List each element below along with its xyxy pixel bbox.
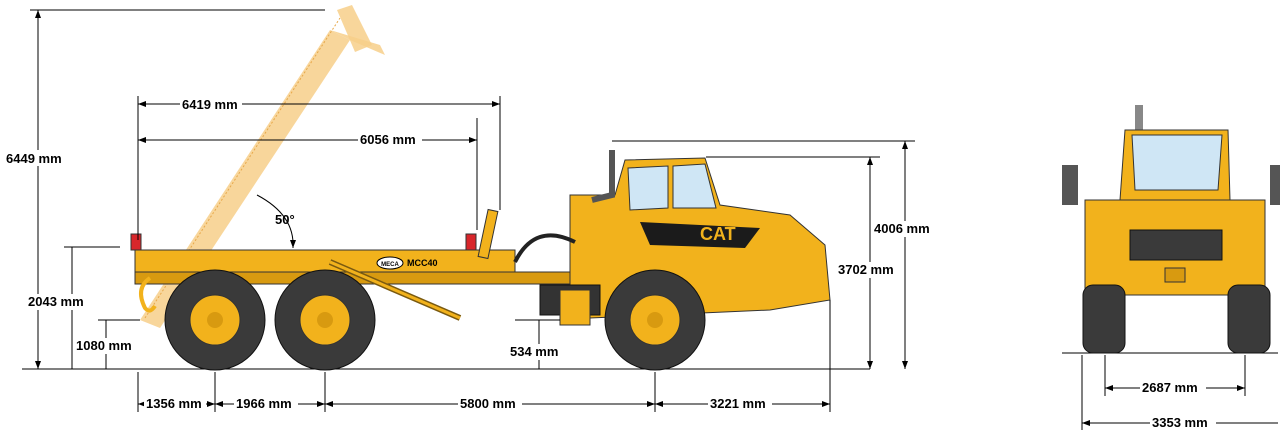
label-body-outer: 6419 mm: [182, 97, 238, 112]
hook-model-label: MCC40: [407, 258, 438, 268]
tire-rear-2: [274, 269, 376, 371]
arrow-cab-bottom: [867, 361, 873, 369]
arrow-total-height-top: [35, 10, 41, 18]
arrow-cab-top: [867, 157, 873, 165]
cab-logo: CAT: [700, 224, 736, 244]
arrow-outer-left: [138, 101, 146, 107]
arrow-angle: [290, 240, 296, 248]
arrow-b4: [317, 401, 325, 407]
label-body-floor: 1080 mm: [76, 338, 132, 353]
truck-front-view: [1062, 105, 1280, 354]
tire-front: [604, 269, 706, 371]
label-bogie-spacing: 1966 mm: [236, 396, 292, 411]
arrow-overall-bottom: [902, 361, 908, 369]
arrow-inner-right: [469, 137, 477, 143]
label-body-inner: 6056 mm: [360, 132, 416, 147]
tire-rear-1: [164, 269, 266, 371]
truck-side-view: MECA MCC40 CAT: [130, 150, 831, 371]
arrow-b5: [325, 401, 333, 407]
arrow-track-l: [1105, 385, 1113, 391]
label-track-width: 2687 mm: [1142, 380, 1198, 395]
arrow-b2: [207, 401, 215, 407]
arrow-b8: [822, 401, 830, 407]
label-cab-height: 3702 mm: [838, 262, 894, 277]
arrow-track-r: [1237, 385, 1245, 391]
arrow-b7: [655, 401, 663, 407]
label-overall-width: 3353 mm: [1152, 415, 1208, 430]
arrow-b3: [215, 401, 223, 407]
arrow-inner-left: [138, 137, 146, 143]
arrow-width-l: [1082, 420, 1090, 426]
label-overall-height: 4006 mm: [874, 221, 930, 236]
arrow-total-height-bottom: [35, 361, 41, 369]
label-wheelbase: 5800 mm: [460, 396, 516, 411]
label-ground-clearance: 534 mm: [510, 344, 558, 359]
label-rear-overhang: 1356 mm: [146, 396, 202, 411]
arrow-overall-top: [902, 141, 908, 149]
label-front-overhang: 3221 mm: [710, 396, 766, 411]
arrow-outer-right: [492, 101, 500, 107]
arrow-b6: [647, 401, 655, 407]
hook-brand-label: MECA: [381, 262, 399, 268]
label-tipping-angle: 50°: [275, 212, 295, 227]
label-hook-height: 2043 mm: [28, 294, 84, 309]
label-total-height: 6449 mm: [6, 151, 62, 166]
